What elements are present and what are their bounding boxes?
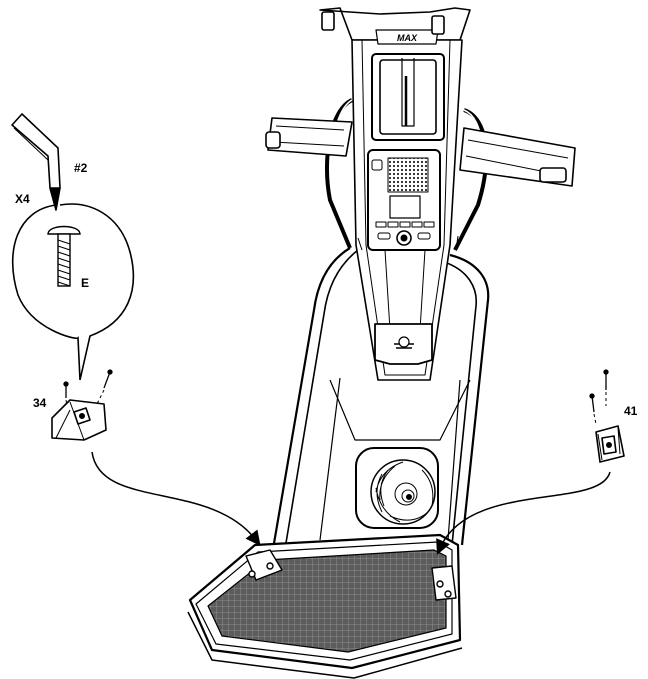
bit-size-label: #2 [74, 162, 87, 174]
bracket-41 [596, 426, 624, 462]
bracket-34 [52, 400, 106, 440]
left-install-arrow [92, 452, 256, 540]
brand-logo: MAX [397, 33, 418, 43]
screw-icon [48, 227, 80, 287]
part-41-label: 41 [624, 405, 637, 417]
curved-arrow-icon [92, 452, 610, 548]
quantity-label: X4 [15, 193, 30, 205]
right-mount-bracket [432, 566, 456, 600]
screw-letter-label: E [81, 277, 89, 289]
display-screen [390, 196, 420, 218]
small-screws [64, 370, 608, 424]
part-34-label: 34 [33, 397, 46, 409]
speaker-grille [388, 158, 428, 192]
machine: MAX [188, 8, 575, 678]
left-rail [272, 248, 350, 555]
